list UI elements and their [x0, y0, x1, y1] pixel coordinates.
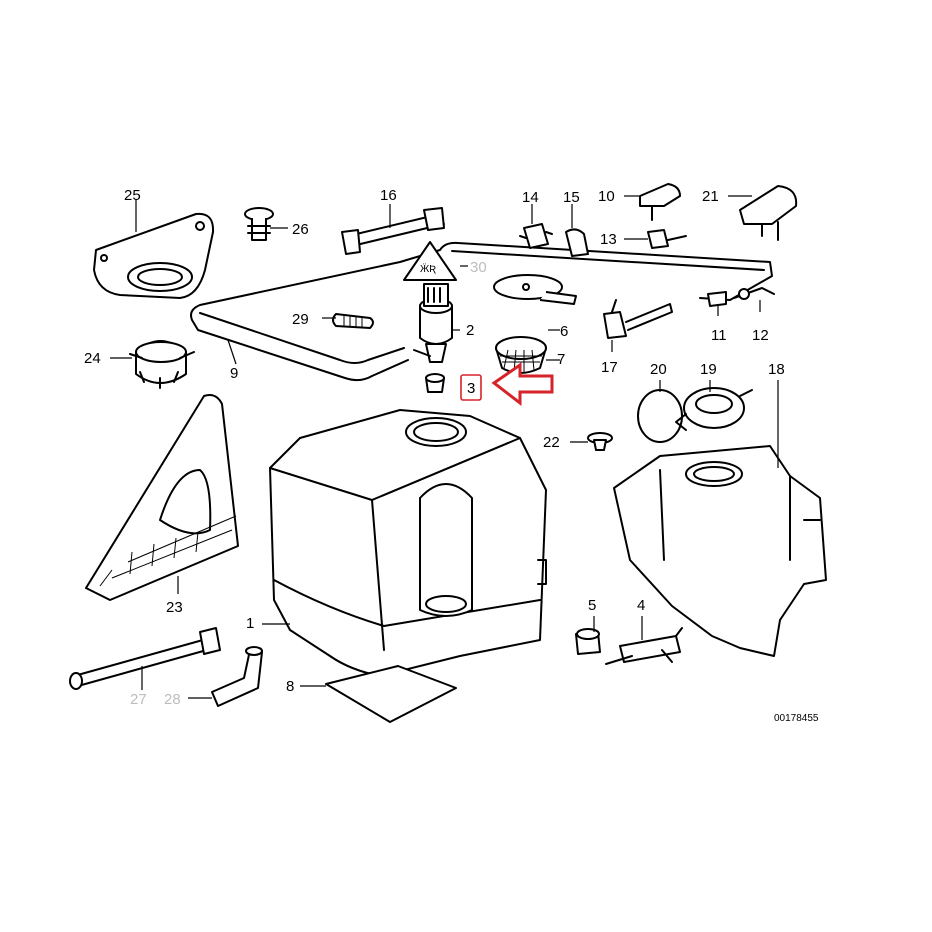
reservoir-18[interactable] [613, 445, 827, 657]
cap-19[interactable] [675, 387, 753, 431]
clip-26[interactable] [244, 207, 274, 241]
plug-22[interactable] [587, 432, 613, 451]
part-label-5[interactable]: 5 [588, 597, 596, 614]
part-label-2[interactable]: 2 [466, 322, 474, 339]
part-label-6[interactable]: 6 [560, 323, 568, 340]
grommet-5[interactable] [575, 628, 601, 655]
part-label-1[interactable]: 1 [246, 615, 254, 632]
highlight-arrow [491, 362, 554, 407]
elbow-28[interactable] [211, 646, 263, 707]
clamp-15[interactable] [565, 228, 589, 257]
clip-14[interactable] [519, 223, 553, 249]
leader-lines [110, 195, 779, 699]
part-label-17[interactable]: 17 [601, 359, 618, 376]
part-label-24[interactable]: 24 [84, 350, 101, 367]
part-label-30[interactable]: 30 [470, 259, 487, 276]
cap-20[interactable] [637, 389, 683, 443]
connector-12[interactable] [733, 287, 775, 300]
warning-triangle-30: ӜƦ [403, 241, 457, 281]
pipe-27[interactable] [69, 627, 221, 690]
part-label-13[interactable]: 13 [600, 231, 617, 248]
part-label-11[interactable]: 11 [711, 327, 727, 344]
part-label-20[interactable]: 20 [650, 361, 667, 378]
grommet-3[interactable] [425, 373, 445, 393]
washer-tank-1[interactable] [269, 409, 547, 677]
cap-24[interactable] [129, 340, 195, 389]
svg-text:ӜƦ: ӜƦ [420, 263, 436, 275]
level-sensor-4[interactable] [605, 627, 683, 665]
part-label-25[interactable]: 25 [124, 187, 141, 204]
part-label-12[interactable]: 12 [752, 327, 769, 344]
pad-8[interactable] [325, 665, 457, 723]
part-label-8[interactable]: 8 [286, 678, 294, 695]
part-label-4[interactable]: 4 [637, 597, 645, 614]
part-label-26[interactable]: 26 [292, 221, 309, 238]
connector-11[interactable] [707, 291, 727, 307]
bracket-17[interactable] [603, 299, 673, 339]
part-label-9[interactable]: 9 [230, 365, 238, 382]
part-label-3[interactable]: 3 [467, 380, 475, 397]
reference-number: 00178455 [774, 713, 819, 724]
part-label-21[interactable]: 21 [702, 188, 719, 205]
part-label-28[interactable]: 28 [164, 691, 181, 708]
part-label-14[interactable]: 14 [522, 189, 539, 206]
nozzle-10[interactable] [639, 183, 681, 221]
highlight-box-3 [460, 374, 482, 401]
connector-16[interactable] [341, 207, 445, 255]
plate-6[interactable] [493, 274, 577, 305]
part-label-10[interactable]: 10 [598, 188, 615, 205]
part-label-29[interactable]: 29 [292, 311, 309, 328]
part-label-22[interactable]: 22 [543, 434, 560, 451]
part-label-16[interactable]: 16 [380, 187, 397, 204]
part-label-7[interactable]: 7 [557, 351, 565, 368]
pump-2[interactable] [413, 283, 453, 363]
part-label-19[interactable]: 19 [700, 361, 717, 378]
connector-13[interactable] [647, 229, 687, 249]
filter-29[interactable] [332, 313, 374, 329]
bracket-23[interactable] [85, 394, 239, 601]
bracket-25[interactable] [93, 212, 215, 299]
part-label-27[interactable]: 27 [130, 691, 147, 708]
part-label-23[interactable]: 23 [166, 599, 183, 616]
nozzle-21[interactable] [739, 185, 798, 241]
strainer-7[interactable] [495, 336, 547, 374]
part-label-18[interactable]: 18 [768, 361, 785, 378]
part-label-15[interactable]: 15 [563, 189, 580, 206]
